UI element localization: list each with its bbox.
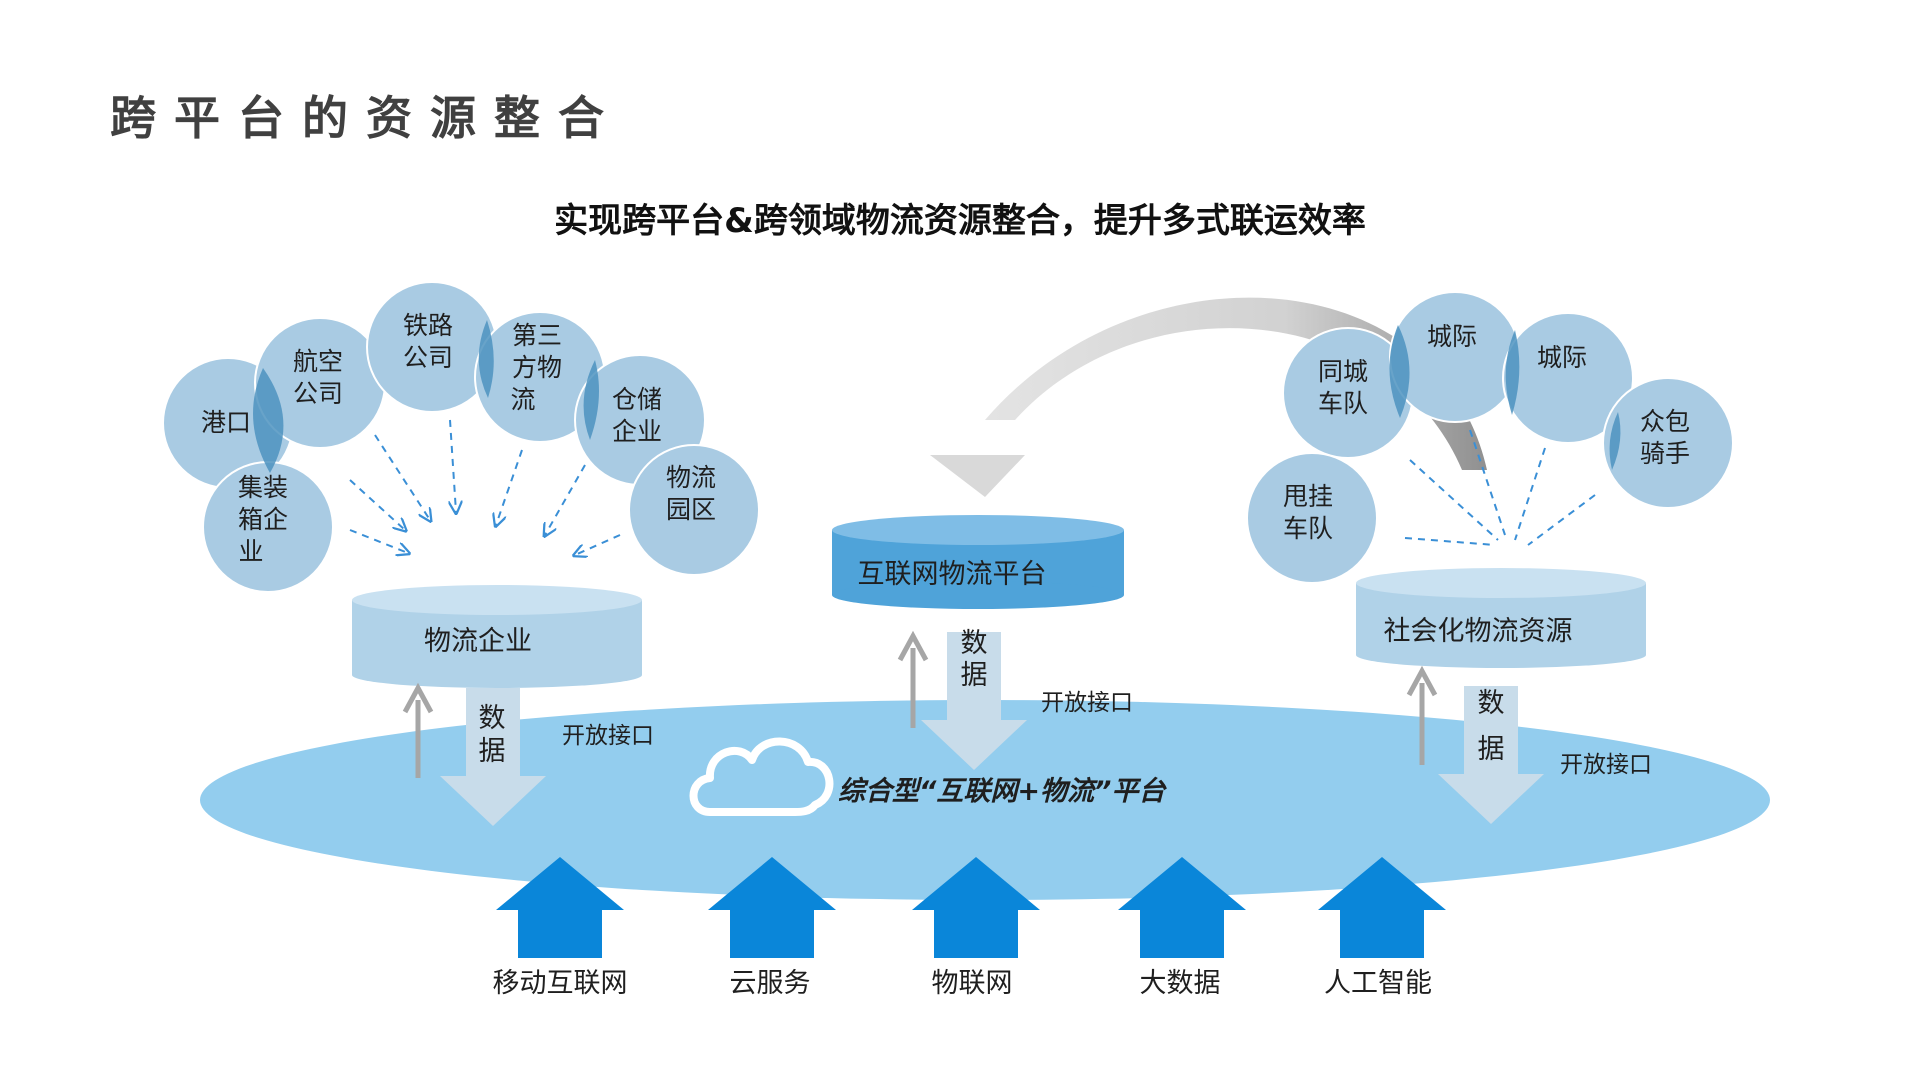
dash-arrow (575, 534, 621, 555)
up-arrow-head (402, 682, 434, 714)
tech-arrow-big-data: 大数据 (1118, 857, 1246, 999)
bubble-label-third-3: 流 (510, 385, 535, 414)
bubble-label-park-2: 园区 (666, 495, 716, 524)
platform-ellipse (200, 700, 1770, 900)
bubble-intercity-2 (1502, 312, 1634, 444)
bubble-label-drop-trailer-2: 车队 (1283, 514, 1333, 543)
data-down-arrow-head (921, 720, 1027, 770)
overlap-samecity-intercity (1389, 325, 1410, 418)
tech-label-big-data: 大数据 (1140, 968, 1221, 999)
data-label: 数 (1478, 688, 1505, 719)
up-arrow-head (897, 630, 929, 662)
data-label: 数 (961, 628, 988, 659)
data-label: 据 (961, 660, 988, 691)
bubble-label-third-2: 方物 (512, 353, 562, 382)
bubble-label-intercity-2: 城际 (1537, 343, 1587, 372)
right-dashed-lines (1404, 429, 1596, 546)
bubble-label-railway-1: 铁路 (403, 311, 453, 340)
bubble-label-airline-1: 航空 (293, 347, 343, 376)
bubble-label-crowdsource-2: 骑手 (1640, 439, 1690, 468)
bubble-label-warehouse-1: 仓储 (612, 385, 662, 414)
bubble-label-crowdsource-1: 众包 (1640, 407, 1690, 436)
tech-label-cloud-service: 云服务 (730, 968, 811, 999)
dash-arrow (496, 449, 523, 525)
bubble-park (628, 444, 760, 576)
bubble-label-intercity-1: 城际 (1427, 322, 1477, 351)
bubble-label-same-city-2: 车队 (1318, 389, 1368, 418)
bubble-label-warehouse-2: 企业 (612, 417, 662, 446)
interface-label: 开放接口 (1041, 690, 1133, 716)
bubble-crowdsource (1602, 377, 1734, 509)
tech-label-mobile-internet: 移动互联网 (493, 968, 628, 999)
bubble-label-port: 港口 (201, 408, 251, 437)
data-label: 数 (479, 703, 506, 734)
dash-arrow (374, 434, 430, 520)
bubble-intercity-1 (1389, 291, 1521, 423)
bubble-drop-trailer (1246, 452, 1378, 584)
page-title: 跨平台的资源整合 (110, 91, 622, 145)
dash-line (1527, 494, 1596, 546)
dash-arrow (545, 464, 586, 535)
cylinder-label-logistics-enterprise: 物流企业 (424, 626, 532, 657)
interface-label: 开放接口 (1560, 752, 1652, 778)
overlap-intercity-intercity (1505, 330, 1520, 415)
tech-arrow-iot: 物联网 (912, 857, 1040, 999)
tech-label-iot: 物联网 (932, 968, 1013, 999)
bubble-label-container-2: 箱企 (238, 505, 288, 534)
overlap-railway-third (478, 320, 494, 398)
bubble-label-third-1: 第三 (512, 321, 562, 350)
bubble-label-container-1: 集装 (238, 473, 288, 502)
dash-arrow (349, 529, 408, 553)
overlap-port-airline (253, 368, 284, 473)
dash-arrow (450, 419, 456, 512)
platform-label: 综合型“互联网+物流”平台 (838, 776, 1167, 807)
up-arrow-head (1406, 665, 1438, 697)
right-bubble-cluster: 同城 车队 城际 城际 众包 骑手 甩挂 车队 (1246, 291, 1734, 584)
left-bubble-cluster: 港口 航空 公司 铁路 公司 第三 方物 流 仓储 企业 集装 箱企 业 物流 … (162, 281, 760, 593)
center-data-exchange: 数 据 开放接口 (897, 628, 1133, 770)
left-data-exchange: 数 据 开放接口 (402, 682, 654, 826)
bubble-label-container-3: 业 (238, 537, 263, 566)
dash-arrow (349, 479, 405, 530)
tech-arrow-ai: 人工智能 (1318, 857, 1446, 999)
curved-arrow-head (930, 455, 1025, 497)
left-dashed-arrows (349, 419, 621, 555)
bubble-label-park-1: 物流 (666, 463, 716, 492)
dash-line (1404, 537, 1496, 546)
data-label: 据 (1478, 734, 1505, 765)
cylinder-label-internet-platform: 互联网物流平台 (858, 559, 1047, 590)
cylinder-label-social-resources: 社会化物流资源 (1384, 616, 1573, 647)
data-down-arrow (1464, 686, 1518, 774)
overlap-third-warehouse (583, 360, 599, 440)
cloud-icon (689, 737, 834, 816)
interface-label: 开放接口 (562, 723, 654, 749)
right-data-exchange: 数 据 开放接口 (1406, 665, 1652, 824)
data-down-arrow (466, 688, 520, 776)
diagram-subtitle: 实现跨平台&跨领域物流资源整合，提升多式联运效率 (554, 201, 1366, 241)
dash-line (1514, 447, 1546, 541)
cylinder-social-resources: 社会化物流资源 (1356, 568, 1646, 668)
bubble-label-same-city-1: 同城 (1318, 357, 1368, 386)
tech-arrow-cloud-service: 云服务 (708, 857, 836, 999)
bubble-label-railway-2: 公司 (403, 343, 453, 372)
dash-line (1409, 459, 1499, 541)
data-down-arrow-head (440, 776, 546, 826)
technology-arrows: 移动互联网 云服务 物联网 大数据 人工智能 (493, 857, 1446, 999)
tech-label-ai: 人工智能 (1324, 968, 1432, 999)
data-down-arrow (947, 632, 1001, 720)
overlap-intercity-crowdsource (1609, 412, 1621, 470)
data-down-arrow-head (1438, 774, 1544, 824)
bubble-label-airline-2: 公司 (293, 379, 343, 408)
dash-line (1469, 429, 1506, 536)
cylinder-internet-logistics-platform: 互联网物流平台 (832, 515, 1124, 609)
cylinder-logistics-enterprise: 物流企业 (352, 585, 642, 688)
tech-arrow-mobile-internet: 移动互联网 (493, 857, 628, 999)
data-label: 据 (479, 736, 506, 767)
bubble-label-drop-trailer-1: 甩挂 (1283, 482, 1333, 511)
